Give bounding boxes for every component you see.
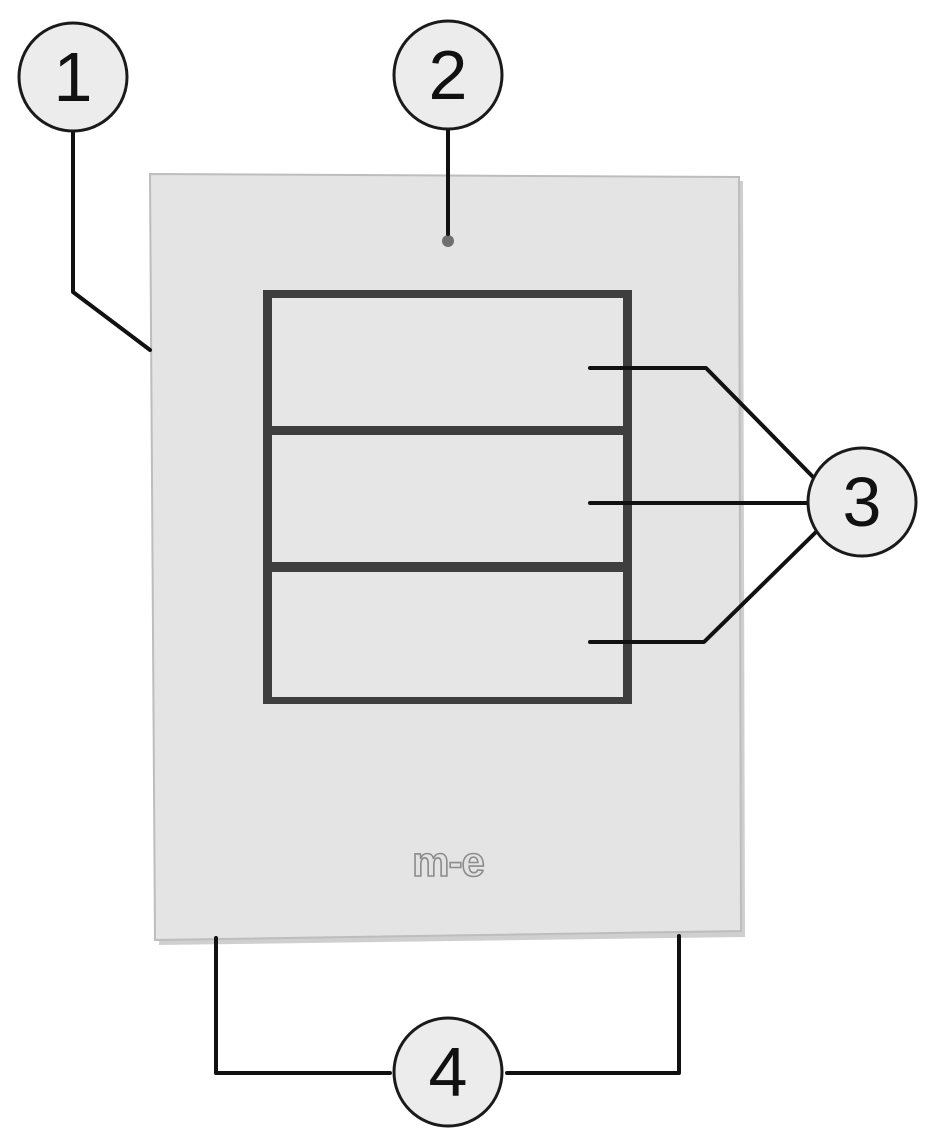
callout-4-label: 4	[429, 1033, 468, 1111]
brand-logo: m-e	[412, 838, 484, 885]
led-indicator	[442, 235, 454, 247]
callout-4-circle	[392, 1016, 504, 1128]
callout-3: 3	[806, 446, 918, 558]
callout-3-label: 3	[843, 463, 882, 541]
leader-line-1	[71, 130, 152, 352]
callout-2: 2	[392, 19, 504, 131]
leader-line-3a	[588, 366, 818, 482]
callout-3-circle	[806, 446, 918, 558]
leader-line-4b	[505, 934, 681, 1075]
rocker-block	[263, 290, 632, 704]
callout-1-label: 1	[54, 38, 93, 116]
leader-line-4a	[214, 936, 392, 1075]
callout-4: 4	[392, 1016, 504, 1128]
leader-line-3c	[588, 530, 818, 644]
callout-2-label: 2	[429, 36, 468, 114]
rocker-button-middle[interactable]	[272, 435, 623, 562]
callout-1: 1	[17, 21, 129, 133]
callout-2-circle	[392, 19, 504, 131]
callout-1-circle	[17, 21, 129, 133]
rocker-button-bottom[interactable]	[272, 572, 623, 697]
rocker-button-top[interactable]	[272, 298, 623, 426]
